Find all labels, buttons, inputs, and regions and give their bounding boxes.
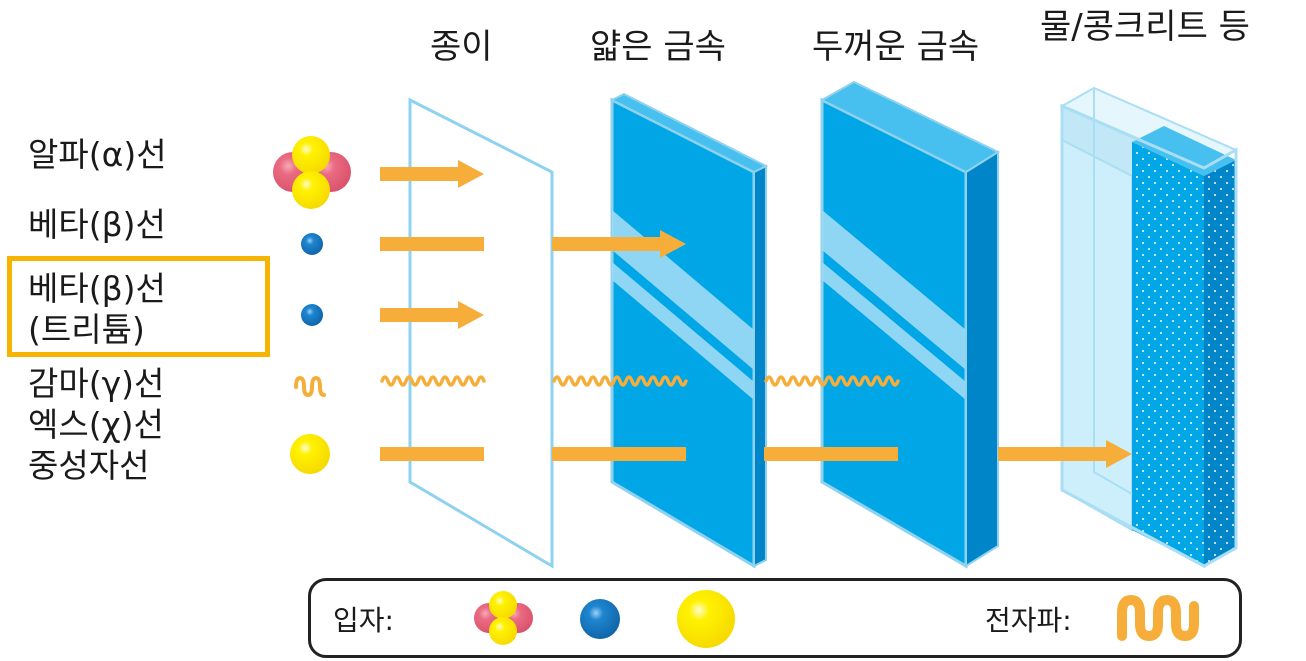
alpha-particle [273,136,351,209]
legend-alpha-icon [474,591,533,645]
thin-metal-plate [609,92,769,569]
barrier-label-thick-metal: 두꺼운 금속 [812,27,980,67]
beta-particle [301,233,323,255]
wave-gamma-2 [552,375,688,387]
tritium-highlight-box [7,256,270,357]
barrier-label-thin-metal: 얇은 금속 [590,27,726,67]
barrier-label-paper: 종이 [430,27,493,67]
arrow-alpha [380,160,484,188]
barrier-label-water-concrete: 물/콩크리트 등 [1040,7,1250,47]
label-xray: 엑스(χ)선 [28,405,164,444]
label-neutron: 중성자선 [28,446,150,485]
arrow-neutron-1 [380,447,484,461]
arrow-beta-2 [552,230,686,258]
thick-metal-plate [819,80,1001,569]
neutron-particle [290,434,330,474]
label-beta-tritium-1: 베타(β)선 [28,269,166,308]
label-beta: 베타(β)선 [28,205,166,244]
legend-wave-icon [1117,595,1199,641]
label-gamma: 감마(γ)선 [28,364,165,403]
legend-neutron-icon [677,590,735,648]
legend-beta-icon [580,599,620,639]
arrow-beta-1 [380,237,484,251]
wave-gamma-3 [764,375,900,387]
arrow-neutron-3 [764,447,898,461]
label-beta-tritium-2: (트리튬) [28,310,145,349]
legend-box [308,578,1242,658]
arrow-neutron-2 [552,447,686,461]
arrow-tritium [380,301,484,329]
wave-gamma-1 [380,375,486,387]
beta-tritium-particle [301,304,323,326]
label-alpha: 알파(α)선 [28,135,167,174]
legend-waves-label: 전자파: [985,604,1072,637]
arrow-neutron-4 [998,440,1132,468]
gamma-wave-icon [294,375,326,398]
legend-particles-label: 입자: [333,604,394,637]
water-concrete-block [1059,86,1239,569]
